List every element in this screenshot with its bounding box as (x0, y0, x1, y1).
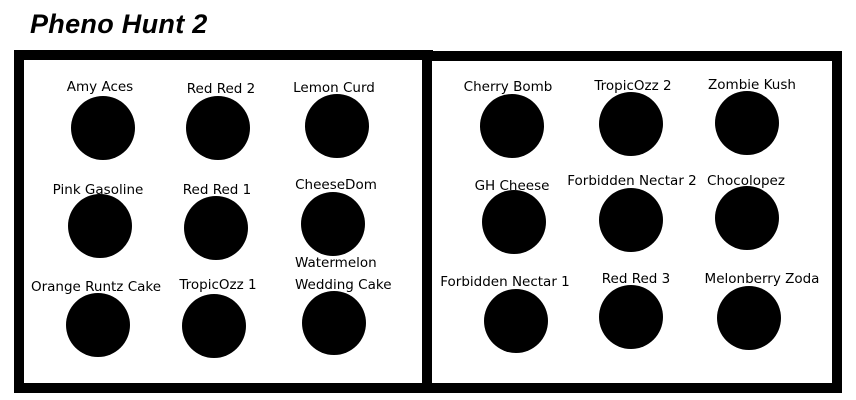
plant-circle[interactable] (301, 192, 365, 256)
plant-circle[interactable] (186, 96, 250, 160)
plant-circle[interactable] (302, 291, 366, 355)
plant-label: CheeseDom (295, 177, 377, 193)
plant-label: Red Red 1 (182, 182, 252, 198)
plant-label: GH Cheese (474, 178, 550, 194)
plant-circle[interactable] (480, 94, 544, 158)
plant-circle[interactable] (599, 92, 663, 156)
plant-circle[interactable] (305, 94, 369, 158)
plant-circle[interactable] (184, 196, 248, 260)
plant-circle[interactable] (71, 96, 135, 160)
plant-circle[interactable] (599, 285, 663, 349)
plant-circle[interactable] (482, 190, 546, 254)
plant-label: Zombie Kush (708, 77, 796, 93)
plant-label: TropicOzz 1 (179, 277, 257, 293)
plant-circle[interactable] (66, 293, 130, 357)
plant-label: Amy Aces (66, 79, 134, 95)
plant-circle[interactable] (68, 194, 132, 258)
plant-label: Melonberry Zoda (704, 271, 820, 287)
plant-label: Red Red 3 (601, 271, 671, 287)
plant-label: Lemon Curd (293, 80, 375, 96)
page-title: Pheno Hunt 2 (30, 9, 208, 39)
plant-circle[interactable] (715, 186, 779, 250)
plant-label: Orange Runtz Cake (30, 279, 162, 295)
plant-circle[interactable] (484, 289, 548, 353)
plant-label: Pink Gasoline (52, 182, 144, 198)
plant-circle[interactable] (717, 286, 781, 350)
plant-circle[interactable] (182, 294, 246, 358)
plant-label: Red Red 2 (186, 81, 256, 97)
plant-label: Forbidden Nectar 2 (567, 173, 697, 189)
plant-label: TropicOzz 2 (594, 78, 672, 94)
plant-circle[interactable] (715, 91, 779, 155)
plant-label: Forbidden Nectar 1 (440, 274, 570, 290)
plant-circle[interactable] (599, 188, 663, 252)
plant-label: Cherry Bomb (463, 79, 553, 95)
plant-label: Chocolopez (707, 173, 785, 189)
plant-label: Watermelon Wedding Cake (295, 255, 392, 293)
